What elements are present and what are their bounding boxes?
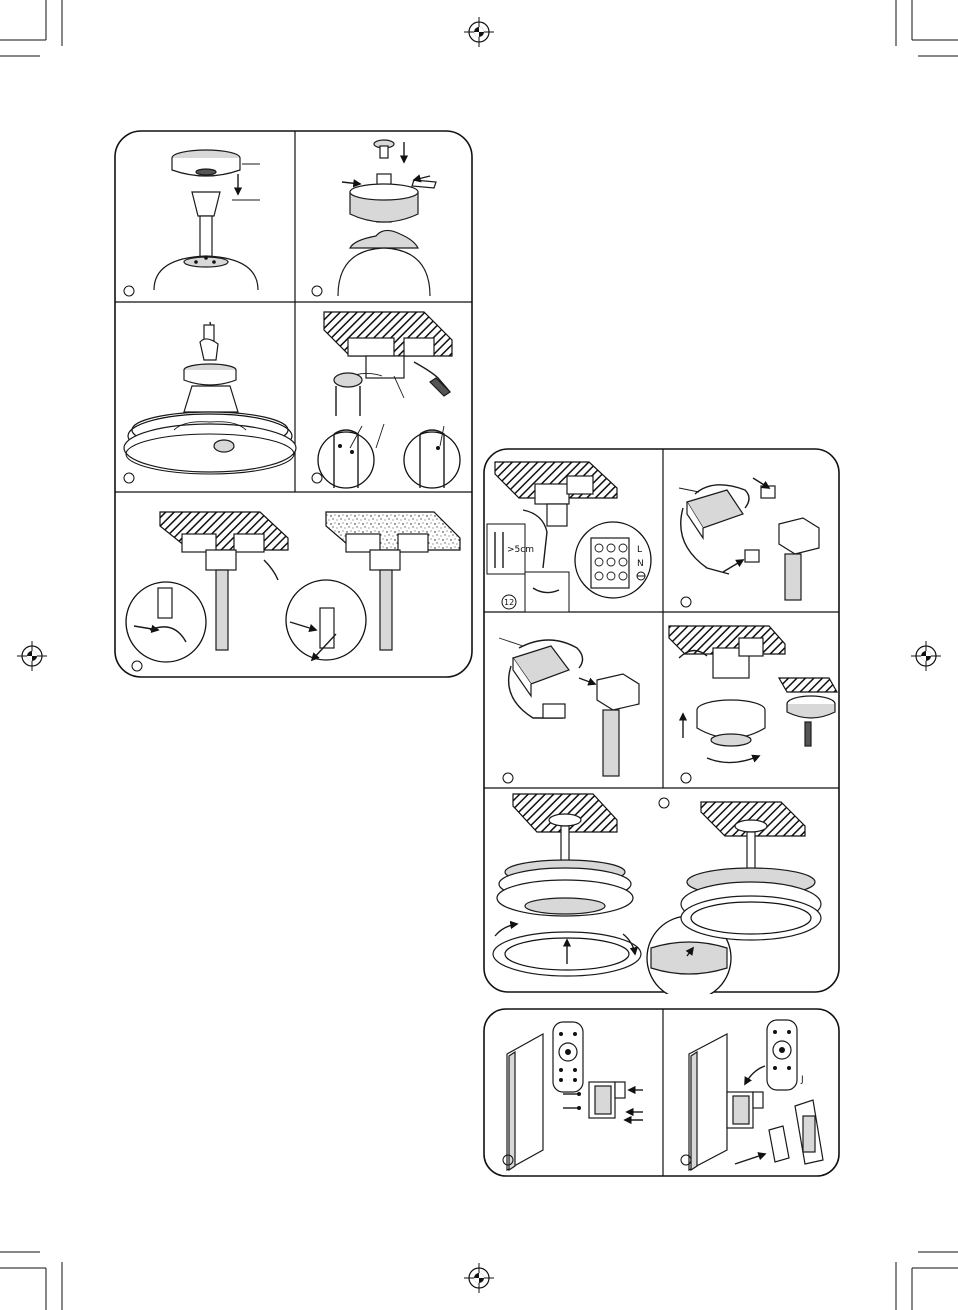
registration-mark-icon (464, 1263, 494, 1293)
terminal-n-label: N (637, 559, 644, 569)
clearance-label: >5cm (507, 545, 534, 555)
registration-mark-icon (911, 641, 941, 671)
step-12-label: 12 (504, 598, 514, 607)
terminal-l-label: L (637, 545, 642, 555)
remote-control-icon (553, 1022, 583, 1092)
remote-control-icon (767, 1020, 797, 1090)
remote-j-label: J (800, 1075, 804, 1085)
left-instruction-block (114, 130, 474, 680)
right-instruction-block: >5cm L N 12 (483, 448, 841, 994)
remote-holder-block: J (483, 1008, 841, 1178)
registration-mark-icon (464, 17, 494, 47)
registration-mark-icon (17, 641, 47, 671)
